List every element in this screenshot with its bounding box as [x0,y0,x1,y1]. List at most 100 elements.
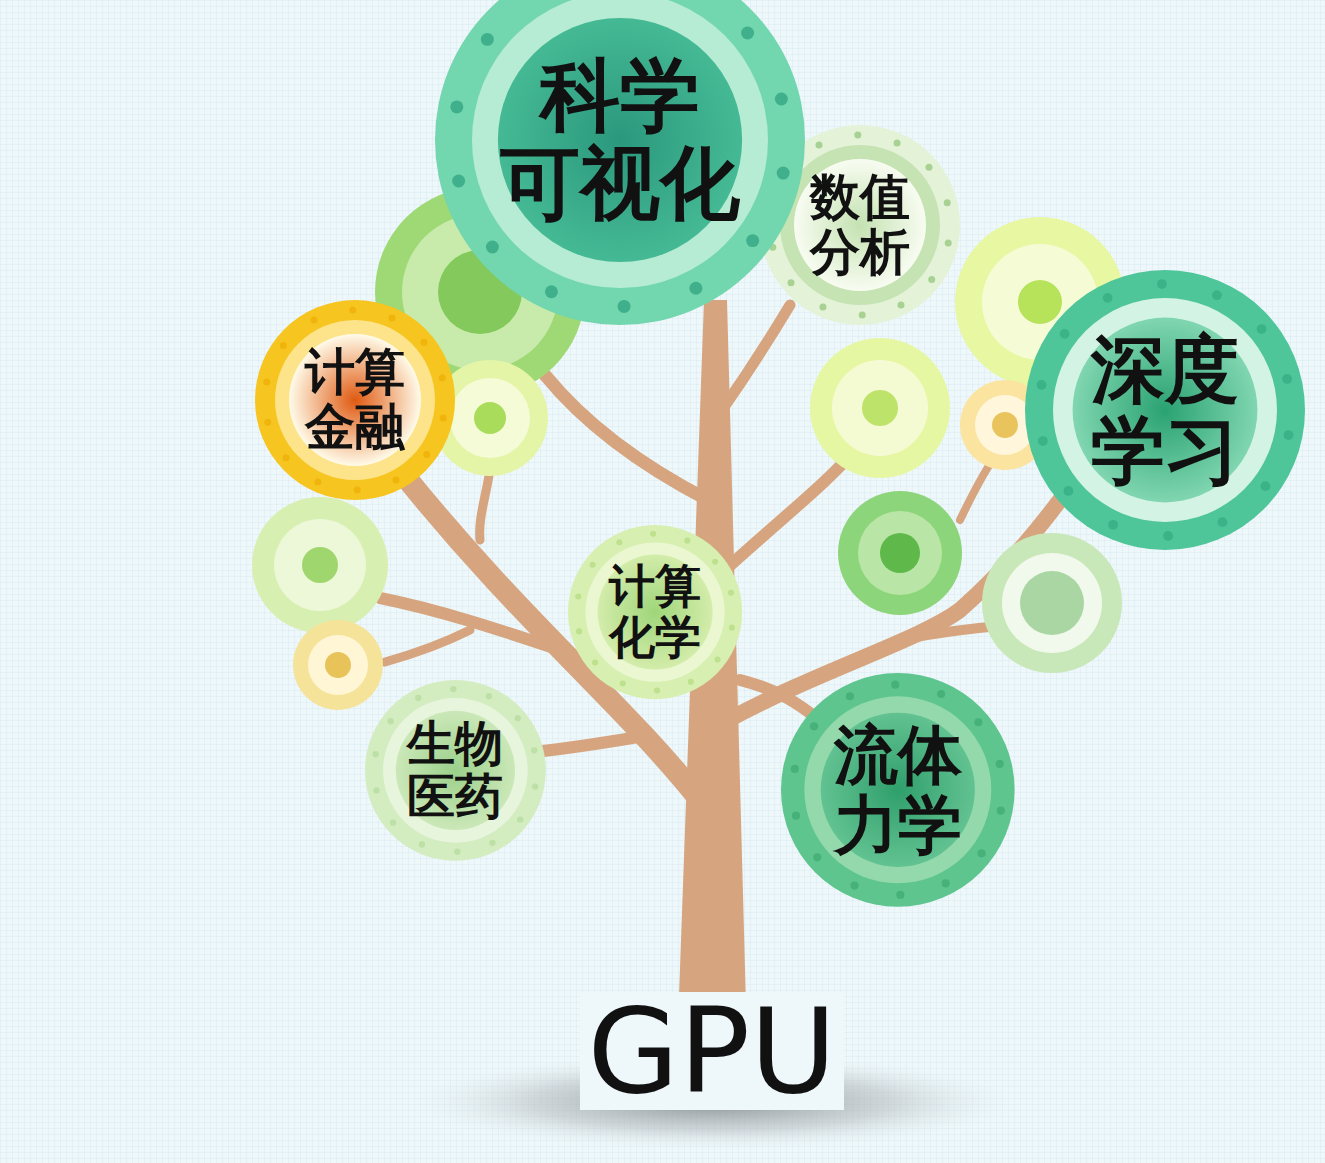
bubble-dot [944,199,951,206]
branch [900,626,1000,640]
bubble-ring [810,338,950,478]
branch [480,470,490,540]
bubble-ring [435,0,805,325]
bubble-ring [598,555,713,670]
bubble-dot [654,687,660,693]
bubble-dot [996,760,1004,768]
bubble-ring [982,533,1122,673]
decor-bubble [838,491,962,615]
bubble-core [992,412,1018,438]
bubble-dot [974,718,982,726]
bubble-dot [813,853,821,861]
bubble-dot [769,244,776,251]
bubble-ring [838,491,962,615]
bubble-node: 科学 可视化 [435,0,805,325]
bubble-node: 计算 化学 [568,525,742,699]
bubble-ring [395,710,514,829]
bubble-dot [354,486,361,493]
bubble-ring [450,378,530,458]
bubble-dot [620,680,626,686]
bubble-ring [293,620,383,710]
bubble-dot [452,175,465,188]
bubble-dot [746,234,759,247]
bubble-dot [978,849,986,857]
bubble-ring [1002,553,1102,653]
bubble-dot [389,819,395,825]
bubble-core [862,390,898,426]
bubble-ring [252,497,388,633]
bubble-ring [805,697,992,884]
bubble-dot [768,204,775,211]
decor-bubble [982,533,1122,673]
bubble-dot [925,164,932,171]
branch [545,375,708,500]
bubble-dot [846,692,854,700]
bubble-dot [894,139,901,146]
bubble-dot [618,300,631,313]
bubble-core [880,533,920,573]
bubble-dot [1260,481,1270,491]
bubble-ring [275,320,435,480]
bubble-dot [1103,293,1113,303]
bubble-node: 计算 金融 [255,300,455,500]
bubble-ring [498,18,742,262]
bubble-label: 科学 可视化 [500,52,740,228]
bubble-dot [489,839,495,845]
bubble-ring [1053,298,1277,522]
branch [380,598,560,650]
bubble-dot [945,239,952,246]
bubble-dot [777,167,790,180]
bubble-label: 流体 力学 [834,720,962,861]
bubble-label: 生物 医药 [407,717,503,823]
bubble-dot [791,765,799,773]
bubble-dot [373,787,379,793]
bubble-core [474,402,506,434]
bubble-dot [937,690,945,698]
bubble-dot [440,414,447,421]
bubble-label: 深度 学习 [1091,329,1239,492]
bubble-node: 深度 学习 [1025,270,1305,550]
bubble-dot [785,167,792,174]
bubble-dot [545,285,558,298]
bubble-dot [650,531,656,537]
bubble-dot [729,625,735,631]
bubble-label: 计算 化学 [609,561,701,662]
root-label: GPU [580,992,845,1110]
bubble-dot [372,751,378,757]
bubble-dot [1282,374,1292,384]
bubble-dot [415,694,421,700]
branch [385,630,470,662]
decor-bubble [810,338,950,478]
bubble-dot [420,339,427,346]
bubble-dot [684,538,690,544]
bubble-dot [485,693,491,699]
bubble-ring [472,0,768,288]
bubble-ring [585,542,724,681]
bubble-dot [810,722,818,730]
bubble-dot [896,891,904,899]
bubble-dot [592,659,598,665]
branch [725,450,855,570]
bubble-dot [854,132,861,139]
bubble-dot [486,240,499,253]
bubble-text-group: 深度 学习 [1091,329,1239,492]
bubble-ring [255,300,455,500]
bubble-dot [264,419,271,426]
bubble-text-group: 流体 力学 [834,720,962,861]
bubble-ring [365,680,546,861]
bubble-dot [1060,329,1070,339]
bubble-dot [517,816,523,822]
bubble-text-group: 科学 可视化 [500,52,740,228]
bubble-node: 生物 医药 [365,680,546,861]
bubble-dot [1218,517,1228,527]
bubble-core [1020,571,1084,635]
bubble-dot [389,314,396,321]
bubble-core [325,652,351,678]
bubble-dot [314,479,321,486]
bubble-dot [689,282,702,295]
bubble-dot [576,628,582,634]
bubble-dot [418,841,424,847]
bubble-dot [1212,290,1222,300]
bubble-dot [280,342,287,349]
